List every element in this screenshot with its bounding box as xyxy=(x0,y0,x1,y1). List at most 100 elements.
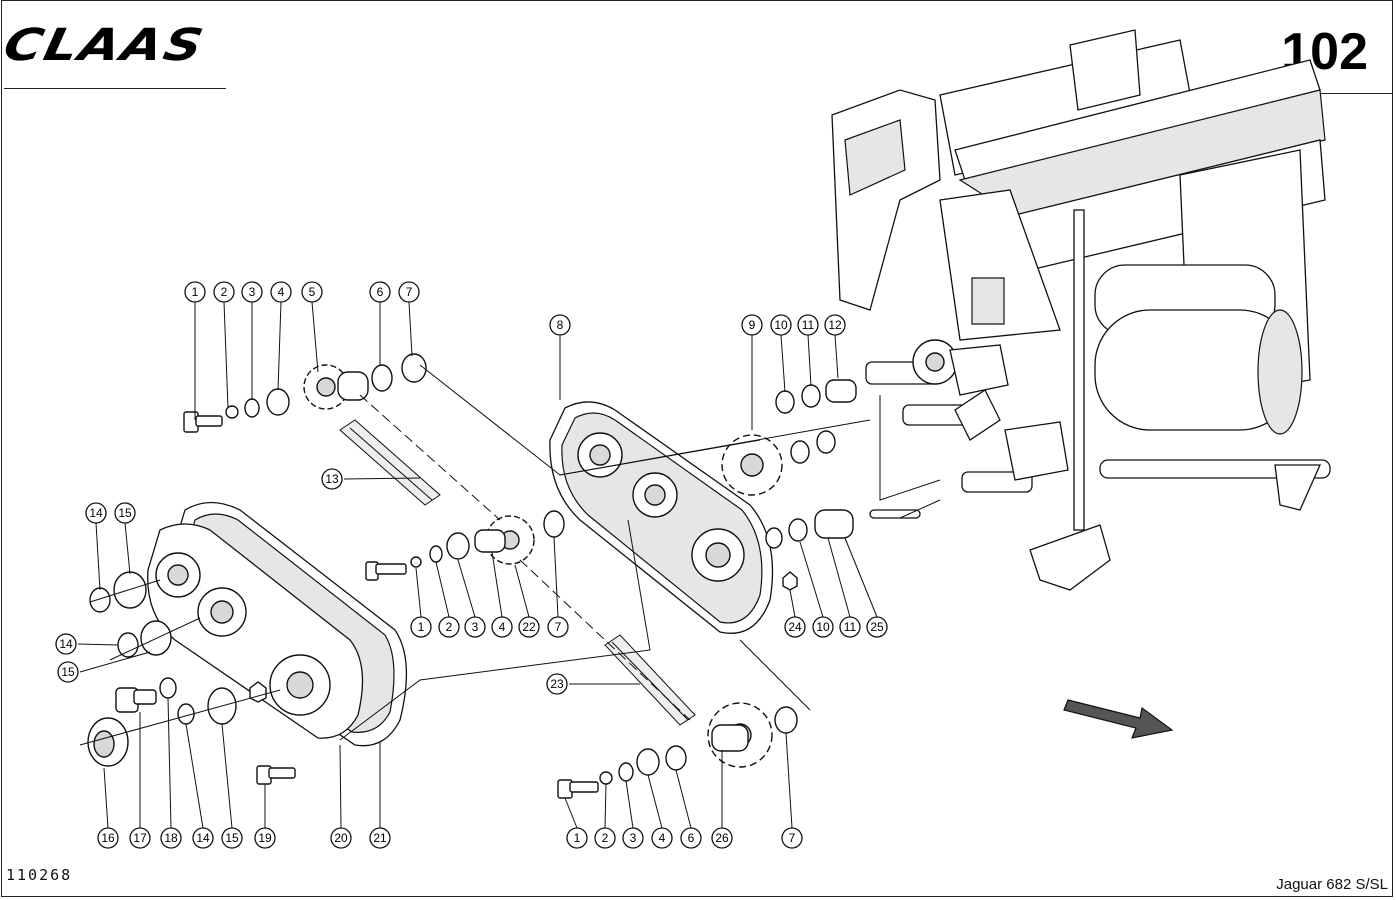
callout-15: 15 xyxy=(57,661,79,683)
sprocket-lower xyxy=(707,702,773,768)
callout-2: 2 xyxy=(438,616,460,638)
svg-text:7: 7 xyxy=(555,620,562,634)
callout-leader xyxy=(604,783,607,829)
callout-leader xyxy=(435,561,450,618)
callout-leader xyxy=(311,301,319,373)
svg-text:25: 25 xyxy=(870,620,884,634)
callout-leader xyxy=(457,559,476,618)
callout-26: 26 xyxy=(711,827,733,849)
callout-leader xyxy=(647,774,663,829)
callout-leader xyxy=(844,537,878,618)
svg-text:12: 12 xyxy=(828,318,842,332)
svg-text:4: 4 xyxy=(499,620,506,634)
callout-leader xyxy=(167,697,172,829)
callout-leader xyxy=(553,536,559,618)
callout-leader xyxy=(799,541,824,618)
callout-11: 11 xyxy=(839,616,861,638)
callout-9: 9 xyxy=(741,314,763,336)
svg-text:7: 7 xyxy=(406,285,413,299)
svg-text:8: 8 xyxy=(557,318,564,332)
svg-text:19: 19 xyxy=(258,831,272,845)
hardware-right-stack xyxy=(765,379,857,591)
svg-text:14: 14 xyxy=(89,506,103,520)
hardware-middle xyxy=(365,510,565,581)
callout-15: 15 xyxy=(114,502,136,524)
hardware-lower xyxy=(557,706,798,799)
callout-4: 4 xyxy=(270,281,292,303)
callout-6: 6 xyxy=(680,827,702,849)
svg-text:6: 6 xyxy=(688,831,695,845)
callout-18: 18 xyxy=(160,827,182,849)
sprocket-middle xyxy=(474,515,535,565)
svg-text:20: 20 xyxy=(334,831,348,845)
callout-leader xyxy=(625,780,634,829)
callout-25: 25 xyxy=(866,616,888,638)
drawing-number: 110268 xyxy=(6,866,73,884)
callout-leader xyxy=(415,567,422,618)
callout-1: 1 xyxy=(184,281,206,303)
callout-20: 20 xyxy=(330,827,352,849)
svg-text:15: 15 xyxy=(225,831,239,845)
callout-2: 2 xyxy=(594,827,616,849)
callout-23: 23 xyxy=(546,673,568,695)
callout-leader xyxy=(223,301,229,409)
callout-13: 13 xyxy=(321,468,343,490)
callout-leader xyxy=(564,797,578,829)
svg-text:11: 11 xyxy=(802,318,815,332)
callout-5: 5 xyxy=(301,281,323,303)
callout-4: 4 xyxy=(651,827,673,849)
right-chain-cover xyxy=(549,401,774,634)
svg-text:22: 22 xyxy=(522,620,536,634)
callout-21: 21 xyxy=(369,827,391,849)
svg-text:13: 13 xyxy=(325,472,339,486)
callout-leader xyxy=(221,723,233,829)
assembly-lines xyxy=(79,364,941,746)
svg-text:3: 3 xyxy=(249,285,256,299)
svg-text:23: 23 xyxy=(550,677,564,691)
callout-15: 15 xyxy=(221,827,243,849)
callout-19: 19 xyxy=(254,827,276,849)
callout-7: 7 xyxy=(547,616,569,638)
callout-leader xyxy=(408,301,413,357)
callout-8: 8 xyxy=(549,314,571,336)
callout-1: 1 xyxy=(410,616,432,638)
callout-leader xyxy=(79,651,151,673)
callout-leader xyxy=(103,767,109,829)
svg-text:18: 18 xyxy=(164,831,178,845)
callout-10: 10 xyxy=(770,314,792,336)
callout-22: 22 xyxy=(518,616,540,638)
callout-10: 10 xyxy=(812,616,834,638)
callout-leader xyxy=(277,301,282,391)
sprocket-upper-left xyxy=(303,364,369,410)
svg-text:17: 17 xyxy=(133,831,147,845)
callout-leader xyxy=(780,334,786,393)
callout-leader xyxy=(514,564,530,618)
callout-leader xyxy=(95,522,101,591)
callout-4: 4 xyxy=(491,616,513,638)
svg-text:14: 14 xyxy=(59,637,73,651)
callout-7: 7 xyxy=(398,281,420,303)
svg-text:15: 15 xyxy=(61,665,75,679)
machine-frame xyxy=(831,29,1331,591)
callout-leader xyxy=(491,551,503,618)
svg-text:10: 10 xyxy=(816,620,830,634)
svg-text:1: 1 xyxy=(418,620,425,634)
sprocket-upper-right xyxy=(721,434,783,496)
callout-leader xyxy=(834,334,839,379)
callout-3: 3 xyxy=(464,616,486,638)
callout-leader xyxy=(807,334,812,387)
callout-2: 2 xyxy=(213,281,235,303)
svg-text:3: 3 xyxy=(630,831,637,845)
svg-text:2: 2 xyxy=(446,620,453,634)
callout-leader xyxy=(789,589,796,618)
callout-leader xyxy=(785,732,793,829)
callout-16: 16 xyxy=(97,827,119,849)
svg-text:15: 15 xyxy=(118,506,132,520)
callout-leader xyxy=(675,769,692,829)
callout-12: 12 xyxy=(824,314,846,336)
callout-leader xyxy=(339,744,342,829)
callout-14: 14 xyxy=(192,827,214,849)
